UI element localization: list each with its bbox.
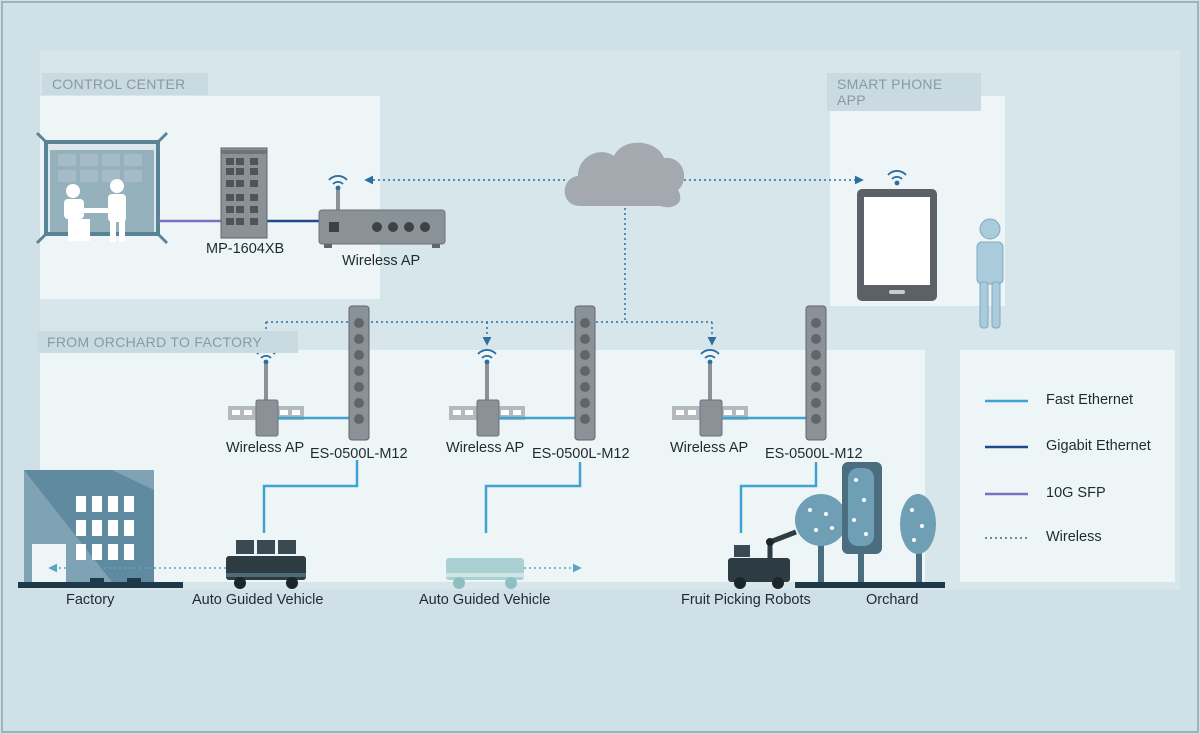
factory-icon xyxy=(18,470,183,588)
tablet-icon xyxy=(857,170,937,301)
label-wireless-ap-main: Wireless AP xyxy=(342,253,421,269)
control-room-icon xyxy=(35,131,169,245)
ap-group-3 xyxy=(672,349,748,437)
agv-icon-1 xyxy=(226,540,306,589)
es-switch-2-icon xyxy=(574,305,596,441)
label-es-2: ES-0500L-M12 xyxy=(532,446,630,462)
legend-panel xyxy=(960,350,1175,582)
cloud-icon xyxy=(564,142,685,208)
es-switch-1-icon xyxy=(348,305,370,441)
label-fruit-robots: Fruit Picking Robots xyxy=(681,592,811,608)
robot-arm-icon xyxy=(728,529,797,589)
switch-mp1604xb-icon xyxy=(220,147,268,239)
legend-gigabit-ethernet: Gigabit Ethernet xyxy=(1046,438,1151,454)
label-wireless-ap-3: Wireless AP xyxy=(670,440,749,456)
label-wireless-ap-2: Wireless AP xyxy=(446,440,525,456)
wireless-ap-main-icon xyxy=(318,175,446,248)
section-label-smart-phone-app: SMART PHONE APP xyxy=(827,73,981,111)
section-label-control-center: CONTROL CENTER xyxy=(42,73,208,95)
label-agv-2: Auto Guided Vehicle xyxy=(419,592,551,608)
orchard-factory-panel xyxy=(40,350,925,582)
legend-fast-ethernet: Fast Ethernet xyxy=(1046,392,1134,408)
label-es-1: ES-0500L-M12 xyxy=(310,446,408,462)
label-orchard: Orchard xyxy=(866,592,919,608)
tree-icon-orchard xyxy=(795,462,945,588)
legend-10g-sfp: 10G SFP xyxy=(1046,485,1106,501)
ap-group-2 xyxy=(449,349,525,437)
label-factory: Factory xyxy=(66,592,115,608)
es-switch-3-icon xyxy=(805,305,827,441)
ap-group-1 xyxy=(228,349,304,437)
section-label-orchard-factory: FROM ORCHARD TO FACTORY xyxy=(37,331,298,353)
label-agv-1: Auto Guided Vehicle xyxy=(192,592,324,608)
label-es-3: ES-0500L-M12 xyxy=(765,446,863,462)
legend-wireless: Wireless xyxy=(1046,529,1102,545)
agv-icon-2 xyxy=(446,558,524,589)
person-icon xyxy=(976,218,1004,329)
label-wireless-ap-1: Wireless AP xyxy=(226,440,305,456)
legend-lines xyxy=(985,399,1028,539)
label-mp1604xb: MP-1604XB xyxy=(206,241,285,257)
